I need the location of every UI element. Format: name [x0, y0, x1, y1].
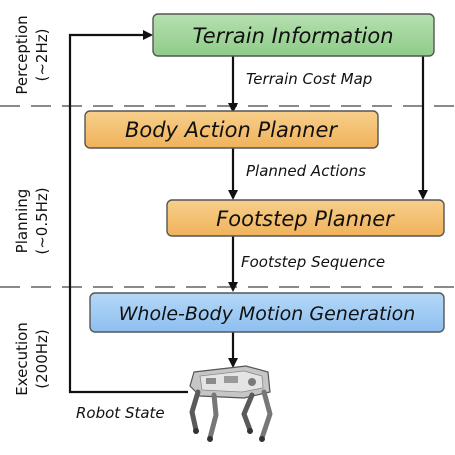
planning-title: Planning — [13, 189, 31, 254]
execution-rate: (200Hz) — [33, 329, 51, 389]
terrain-information-box — [152, 13, 435, 57]
execution-label-group: Execution (200Hz) — [13, 322, 51, 396]
perception-rate: (~2Hz) — [33, 29, 51, 82]
robot-state-feedback-edge — [68, 30, 188, 394]
whole-body-motion-generation-label: Whole-Body Motion Generation — [119, 303, 416, 325]
planning-label-group: Planning (~0.5Hz) — [13, 187, 51, 254]
footstep-planner-label: Footstep Planner — [216, 207, 395, 231]
body-action-planner-box — [84, 110, 379, 149]
planning-rate: (~0.5Hz) — [33, 187, 51, 254]
robot-state-label: Robot State — [76, 404, 165, 422]
footstep-sequence-label: Footstep Sequence — [241, 253, 385, 271]
body-action-planner-label: Body Action Planner — [125, 118, 338, 142]
footstep-planner-box — [166, 199, 445, 237]
whole-body-motion-generation-box — [89, 292, 445, 333]
planned-actions-label: Planned Actions — [246, 162, 366, 180]
terrain-information-label: Terrain Information — [192, 24, 393, 48]
perception-title: Perception — [13, 15, 31, 94]
execution-title: Execution — [13, 322, 31, 396]
perception-label-group: Perception (~2Hz) — [13, 15, 51, 94]
quadruped-robot-image — [189, 365, 273, 442]
terrain-cost-map-label: Terrain Cost Map — [246, 70, 372, 88]
